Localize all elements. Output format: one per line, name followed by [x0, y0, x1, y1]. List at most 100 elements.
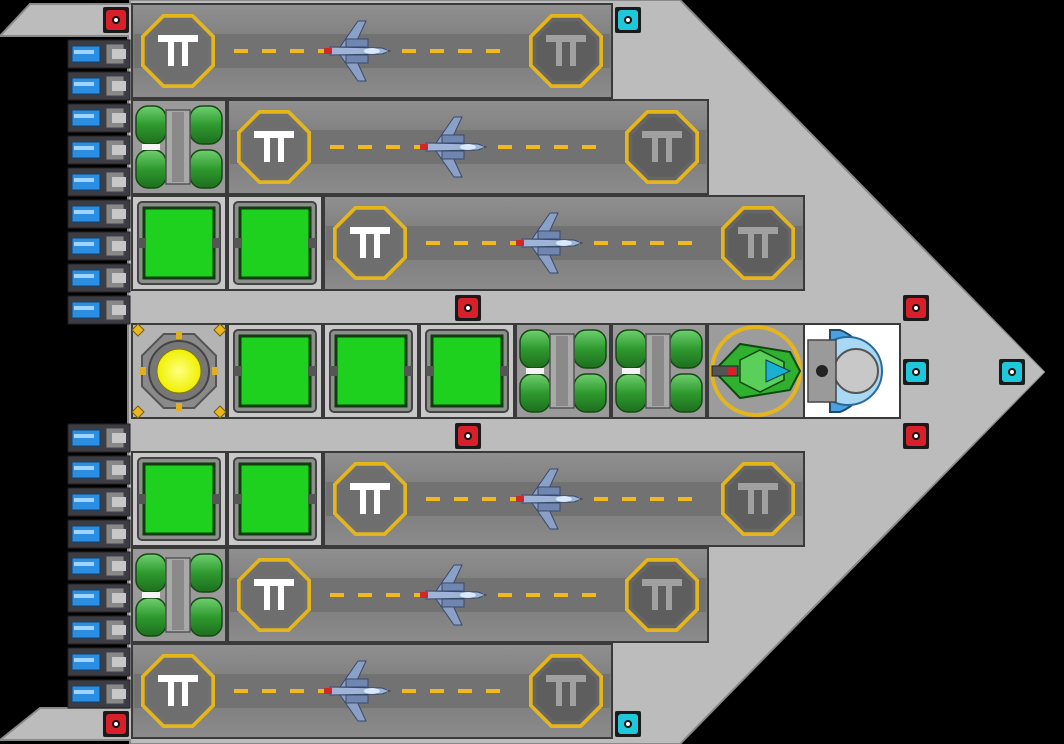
hull-nose [612, 4, 1044, 740]
runway-dash [426, 497, 440, 501]
engine-thruster-1 [67, 39, 131, 69]
cargo-block-4[interactable] [227, 451, 323, 547]
launch-pad-2[interactable] [237, 110, 311, 184]
fighter-3[interactable] [516, 212, 584, 274]
runway-dash [678, 241, 692, 245]
runway-dash [290, 49, 304, 53]
fighter-1[interactable] [324, 20, 392, 82]
cargo-block-6[interactable] [323, 323, 419, 419]
cyan-sensor-2[interactable] [901, 357, 931, 387]
launch-pad-1[interactable] [141, 14, 215, 88]
fighter-bay-5[interactable] [227, 547, 709, 643]
runway-dash [482, 241, 496, 245]
runway-dash [498, 593, 512, 597]
runway-dash [458, 49, 472, 53]
cargo-block-7[interactable] [419, 323, 515, 419]
runway-dash [594, 497, 608, 501]
cyan-sensor-4[interactable] [613, 709, 643, 739]
runway-dash [482, 497, 496, 501]
landing-pad-1[interactable] [529, 14, 603, 88]
runway-dash [622, 497, 636, 501]
fighter-4[interactable] [516, 468, 584, 530]
fuel-tank-2[interactable] [131, 547, 227, 643]
cyan-sensor-3[interactable] [997, 357, 1027, 387]
red-sensor-5[interactable] [901, 421, 931, 451]
runway-dash [454, 497, 468, 501]
red-sensor-3[interactable] [901, 293, 931, 323]
runway-dash [234, 689, 248, 693]
fighter-6[interactable] [324, 660, 392, 722]
cargo-block-2[interactable] [227, 195, 323, 291]
engine-thruster-18 [67, 679, 131, 709]
fuel-tank-3[interactable] [515, 323, 611, 419]
runway-dash [386, 593, 400, 597]
red-sensor-1[interactable] [101, 5, 131, 35]
runway-dash [554, 145, 568, 149]
landing-pad-6[interactable] [529, 654, 603, 728]
launch-pad-5[interactable] [237, 558, 311, 632]
fighter-bay-4[interactable] [323, 451, 805, 547]
runway-dash [402, 689, 416, 693]
fighter-bay-3[interactable] [323, 195, 805, 291]
runway-dash [426, 241, 440, 245]
runway-dash [594, 241, 608, 245]
cargo-block-5[interactable] [227, 323, 323, 419]
fuel-tank-1[interactable] [131, 99, 227, 195]
runway-dash [554, 593, 568, 597]
runway-dash [486, 689, 500, 693]
runway-dash [330, 145, 344, 149]
fighter-bay-6[interactable] [131, 643, 613, 739]
cargo-block-3[interactable] [131, 451, 227, 547]
runway-dash [526, 145, 540, 149]
shield-generator[interactable] [803, 323, 901, 419]
runway-dash [678, 497, 692, 501]
engine-thruster-15 [67, 583, 131, 613]
landing-pad-4[interactable] [721, 462, 795, 536]
runway-dash [402, 49, 416, 53]
runway-dash [526, 593, 540, 597]
runway-dash [454, 241, 468, 245]
runway-dash [650, 497, 664, 501]
runway-dash [358, 145, 372, 149]
launch-pad-4[interactable] [333, 462, 407, 536]
launch-pad-6[interactable] [141, 654, 215, 728]
runway-dash [582, 145, 596, 149]
engine-thruster-12 [67, 487, 131, 517]
runway-dash [582, 593, 596, 597]
engine-thruster-3 [67, 103, 131, 133]
fighter-bay-1[interactable] [131, 3, 613, 99]
engine-thruster-2 [67, 71, 131, 101]
launch-pad-3[interactable] [333, 206, 407, 280]
runway-dash [358, 593, 372, 597]
red-sensor-6[interactable] [101, 709, 131, 739]
cyan-sensor-1[interactable] [613, 5, 643, 35]
runway-dash [486, 49, 500, 53]
fighter-bay-2[interactable] [227, 99, 709, 195]
runway-dash [290, 689, 304, 693]
engine-thruster-5 [67, 167, 131, 197]
runway-dash [430, 49, 444, 53]
landing-pad-3[interactable] [721, 206, 795, 280]
runway-dash [262, 49, 276, 53]
runway-dash [430, 689, 444, 693]
runway-dash [234, 49, 248, 53]
fighter-5[interactable] [420, 564, 488, 626]
engine-thruster-6 [67, 199, 131, 229]
runway-dash [262, 689, 276, 693]
landing-pad-2[interactable] [625, 110, 699, 184]
runway-dash [498, 145, 512, 149]
runway-dash [622, 241, 636, 245]
engine-thruster-17 [67, 647, 131, 677]
engine-thruster-16 [67, 615, 131, 645]
fuel-tank-4[interactable] [611, 323, 707, 419]
red-sensor-2[interactable] [453, 293, 483, 323]
cargo-block-1[interactable] [131, 195, 227, 291]
reactor-core[interactable] [131, 323, 227, 419]
engine-thruster-7 [67, 231, 131, 261]
red-sensor-4[interactable] [453, 421, 483, 451]
engine-thruster-14 [67, 551, 131, 581]
center-module-row [131, 323, 901, 419]
fighter-2[interactable] [420, 116, 488, 178]
command-cockpit[interactable] [707, 323, 805, 419]
landing-pad-5[interactable] [625, 558, 699, 632]
